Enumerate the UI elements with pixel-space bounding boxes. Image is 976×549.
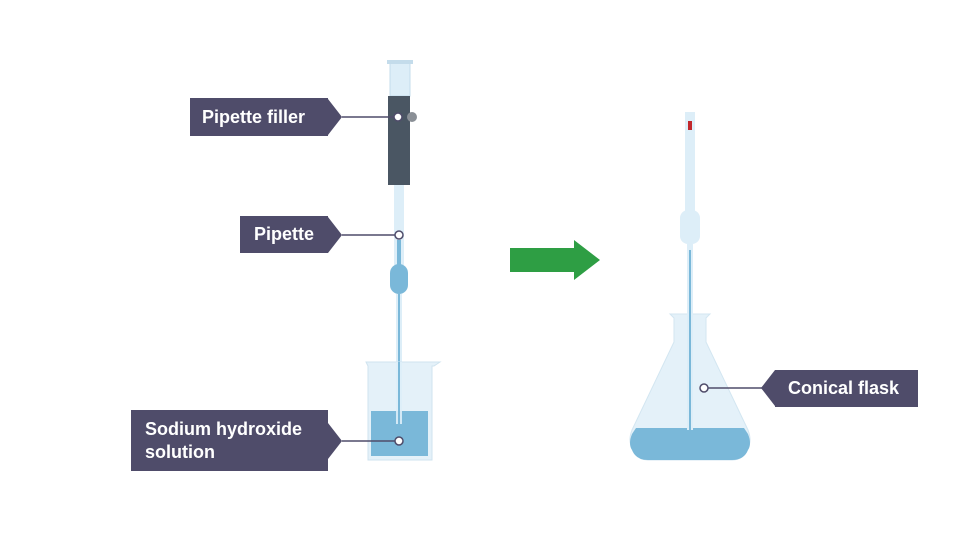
label-pipette-filler: Pipette filler xyxy=(190,98,328,136)
pipette-right xyxy=(680,112,700,430)
label-pipette-tail xyxy=(328,217,342,253)
right-arrow-icon xyxy=(510,240,600,280)
label-pipette-text: Pipette xyxy=(254,224,315,244)
pipette-bulb xyxy=(390,264,408,294)
label-conical-flask-tail xyxy=(761,370,775,406)
label-solution: Sodium hydroxide solution xyxy=(131,410,328,471)
label-pipette-filler-text: Pipette filler xyxy=(202,106,306,127)
flask-liquid xyxy=(630,428,750,460)
pipette-right-bulb xyxy=(680,210,700,244)
left-leader-lines xyxy=(342,112,404,446)
pipette-right-upper-tube xyxy=(685,112,695,212)
filler-plunger xyxy=(389,61,411,97)
label-solution-text: Sodium hydroxide solution xyxy=(145,418,303,462)
meniscus-mark xyxy=(688,121,692,130)
label-pipette-filler-tail xyxy=(328,99,342,135)
label-solution-tail xyxy=(328,423,342,459)
filler-wheel xyxy=(407,112,417,122)
pipette-upper-tube xyxy=(394,185,404,265)
label-conical-flask-text: Conical flask xyxy=(788,378,900,398)
label-conical-flask: Conical flask xyxy=(775,370,918,407)
beaker xyxy=(365,361,442,461)
label-pipette: Pipette xyxy=(240,216,328,253)
pipette-filler-body xyxy=(388,96,410,185)
